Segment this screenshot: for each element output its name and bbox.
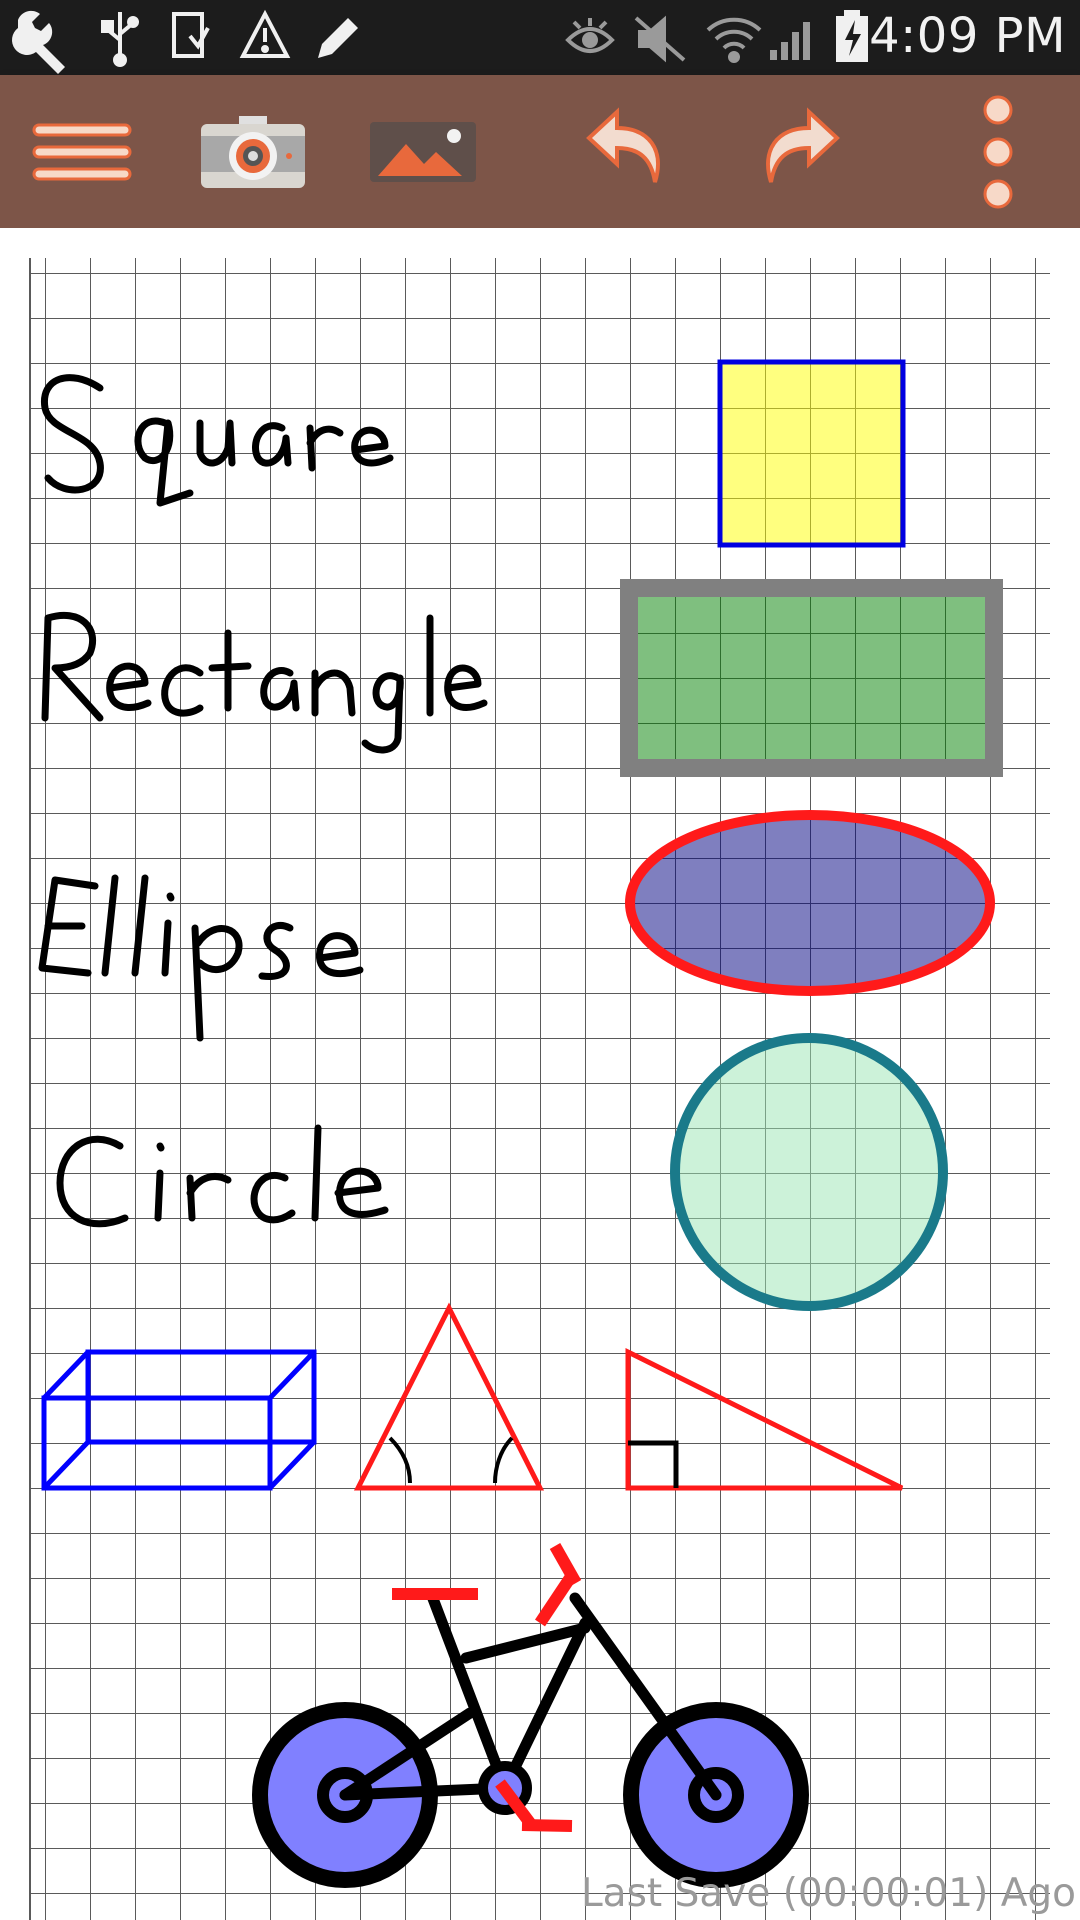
undo-icon [585,106,660,183]
mute-icon [634,15,686,63]
handwritten-label-square [41,374,394,507]
gallery-button[interactable] [360,75,485,228]
battery-charging-icon [836,10,868,62]
right-triangle-shape[interactable] [625,1347,904,1491]
toolbar [0,75,1080,228]
drawing-canvas[interactable]: Last Save (00:00:01) Ago [0,228,1080,1920]
gallery-icon [369,121,476,182]
status-bar: 4:09 PM [0,0,1080,75]
pencil-icon [318,18,358,58]
camera-icon [200,115,305,188]
download-icon [172,12,210,58]
square-shape[interactable] [717,359,906,548]
overflow-menu-icon [983,95,1012,208]
usb-icon [101,12,139,67]
handwritten-label-ellipse [38,874,364,1042]
redo-icon [765,106,840,183]
circle-shape[interactable] [670,1033,948,1311]
handwritten-label-rectangle [41,611,488,754]
cuboid-shape[interactable] [41,1349,317,1491]
isosceles-triangle-shape[interactable] [353,1302,545,1491]
eye-icon [565,18,615,53]
signal-icon [770,22,810,60]
redo-button[interactable] [740,75,855,228]
drawing-surface[interactable] [0,228,1080,1920]
wifi-icon [706,17,762,63]
handwritten-label-circle [56,1124,389,1228]
bicycle-drawing[interactable] [252,1543,809,1888]
ellipse-shape[interactable] [625,810,995,996]
last-save-status: Last Save (00:00:01) Ago [580,1871,1076,1916]
menu-icon [32,123,131,180]
overflow-menu-button[interactable] [950,75,1045,228]
status-time: 4:09 PM [869,8,1066,64]
wrench-icon [12,10,66,75]
menu-button[interactable] [20,75,145,228]
undo-button[interactable] [570,75,685,228]
camera-button[interactable] [190,75,315,228]
rectangle-shape[interactable] [620,579,1003,777]
warning-icon [239,9,291,58]
